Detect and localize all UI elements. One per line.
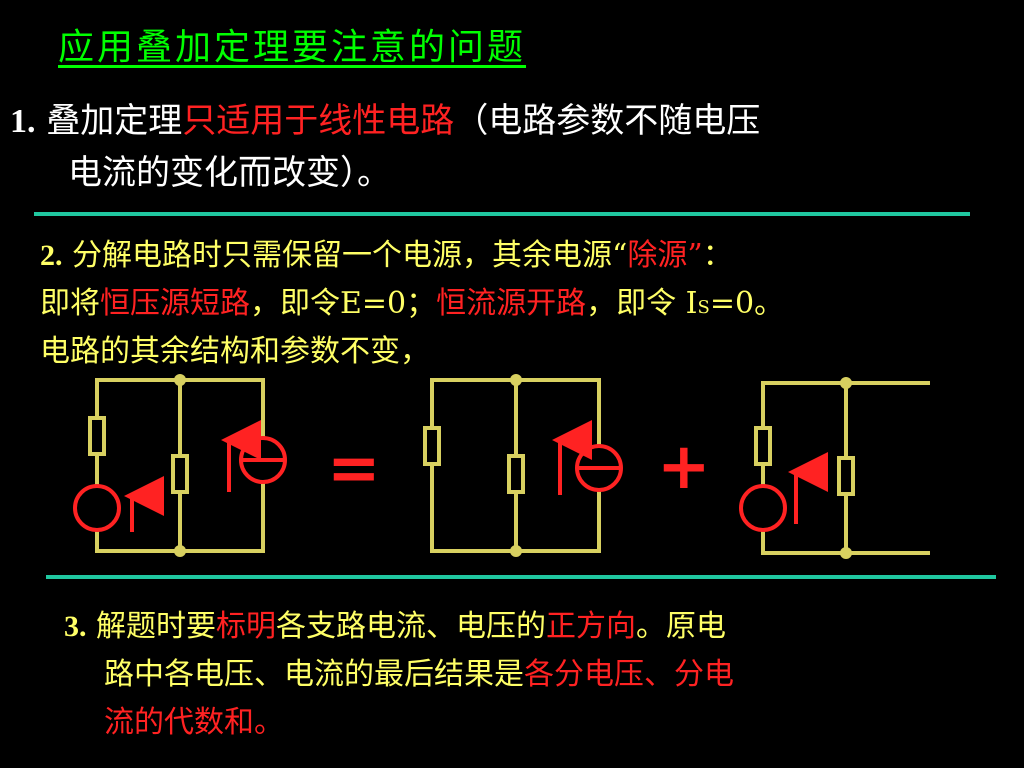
item1-text-c: （电路参数不随电压 (454, 101, 761, 141)
item2-text-a: 分解电路时只需保留一个电源，其余电源“ (72, 238, 628, 273)
item3-text-a: 解题时要 (96, 609, 217, 644)
node-dot (510, 374, 522, 386)
item2-text-2e: ，即令 I (586, 286, 698, 321)
resistor-r1 (88, 416, 106, 456)
divider-top (34, 212, 970, 216)
item1-text-line2: 电流的变化而改变）。 (68, 153, 391, 193)
node-dot (174, 545, 186, 557)
item2-line1: 2. 分解电路时只需保留一个电源，其余电源“除源”： (40, 232, 733, 280)
item1-highlight: 只适用于线性电路 (182, 101, 455, 141)
voltage-source-icon (552, 420, 623, 495)
item2-text-2a: 即将 (40, 286, 100, 321)
item2-text-2c: ，即令E=0； (250, 286, 437, 321)
item3-line3: 流的代数和。 (104, 700, 284, 746)
item2-highlight-open: 恒流源开路 (436, 286, 587, 321)
circuit-voltage-only (423, 378, 601, 553)
item2-text-c: ： (702, 238, 733, 273)
plus-sign: + (657, 430, 711, 504)
item3-highlight-mark: 标明 (216, 609, 277, 644)
item2-subscript: S (697, 297, 710, 318)
item1-line1: 1. 叠加定理只适用于线性电路（电路参数不随电压 (10, 96, 760, 147)
item3-number: 3. (64, 610, 87, 643)
node-dot (840, 377, 852, 389)
page-title: 应用叠加定理要注意的问题 (58, 27, 527, 68)
current-source-icon (739, 452, 828, 532)
item3-highlight-direction: 正方向 (546, 609, 637, 644)
resistor-r1 (423, 426, 441, 466)
resistor-r1 (754, 426, 772, 466)
item2-line3: 电路的其余结构和参数不变， (40, 328, 430, 376)
item1-text-a: 叠加定理 (46, 101, 183, 141)
item3-text-line3: 流的代数和。 (104, 705, 284, 740)
item3-text-e: 。原电 (636, 609, 727, 644)
resistor-r2 (837, 456, 855, 496)
resistor-r2 (507, 454, 525, 494)
item2-line2: 即将恒压源短路，即令E=0；恒流源开路，即令 IS=0。 (40, 280, 784, 332)
divider-bottom (46, 575, 996, 579)
voltage-source-icon (221, 420, 287, 492)
item1-line2: 电流的变化而改变）。 (68, 148, 391, 198)
item3-line1: 3. 解题时要标明各支路电流、电压的正方向。原电 (64, 604, 726, 650)
item2-text-line3: 电路的其余结构和参数不变， (40, 334, 430, 369)
item3-line2: 路中各电压、电流的最后结果是各分电压、分电 (104, 652, 734, 698)
item1-number: 1. (10, 103, 36, 140)
node-dot (840, 547, 852, 559)
item2-number: 2. (40, 239, 63, 272)
circuit-current-only (754, 381, 930, 555)
item2-highlight-short: 恒压源短路 (100, 286, 250, 321)
node-dot (510, 545, 522, 557)
circuit-original (88, 378, 265, 553)
node-dot (174, 374, 186, 386)
item3-text-2a: 路中各电压、电流的最后结果是 (104, 657, 524, 692)
item2-text-2f: =0。 (709, 286, 785, 321)
item3-highlight-sum: 各分电压、分电 (524, 657, 734, 692)
item2-highlight-remove: 除源” (627, 238, 703, 273)
resistor-r2 (171, 454, 189, 494)
equals-sign: = (327, 432, 381, 506)
item3-text-c: 各支路电流、电压的 (276, 609, 547, 644)
current-source-icon (73, 476, 164, 532)
